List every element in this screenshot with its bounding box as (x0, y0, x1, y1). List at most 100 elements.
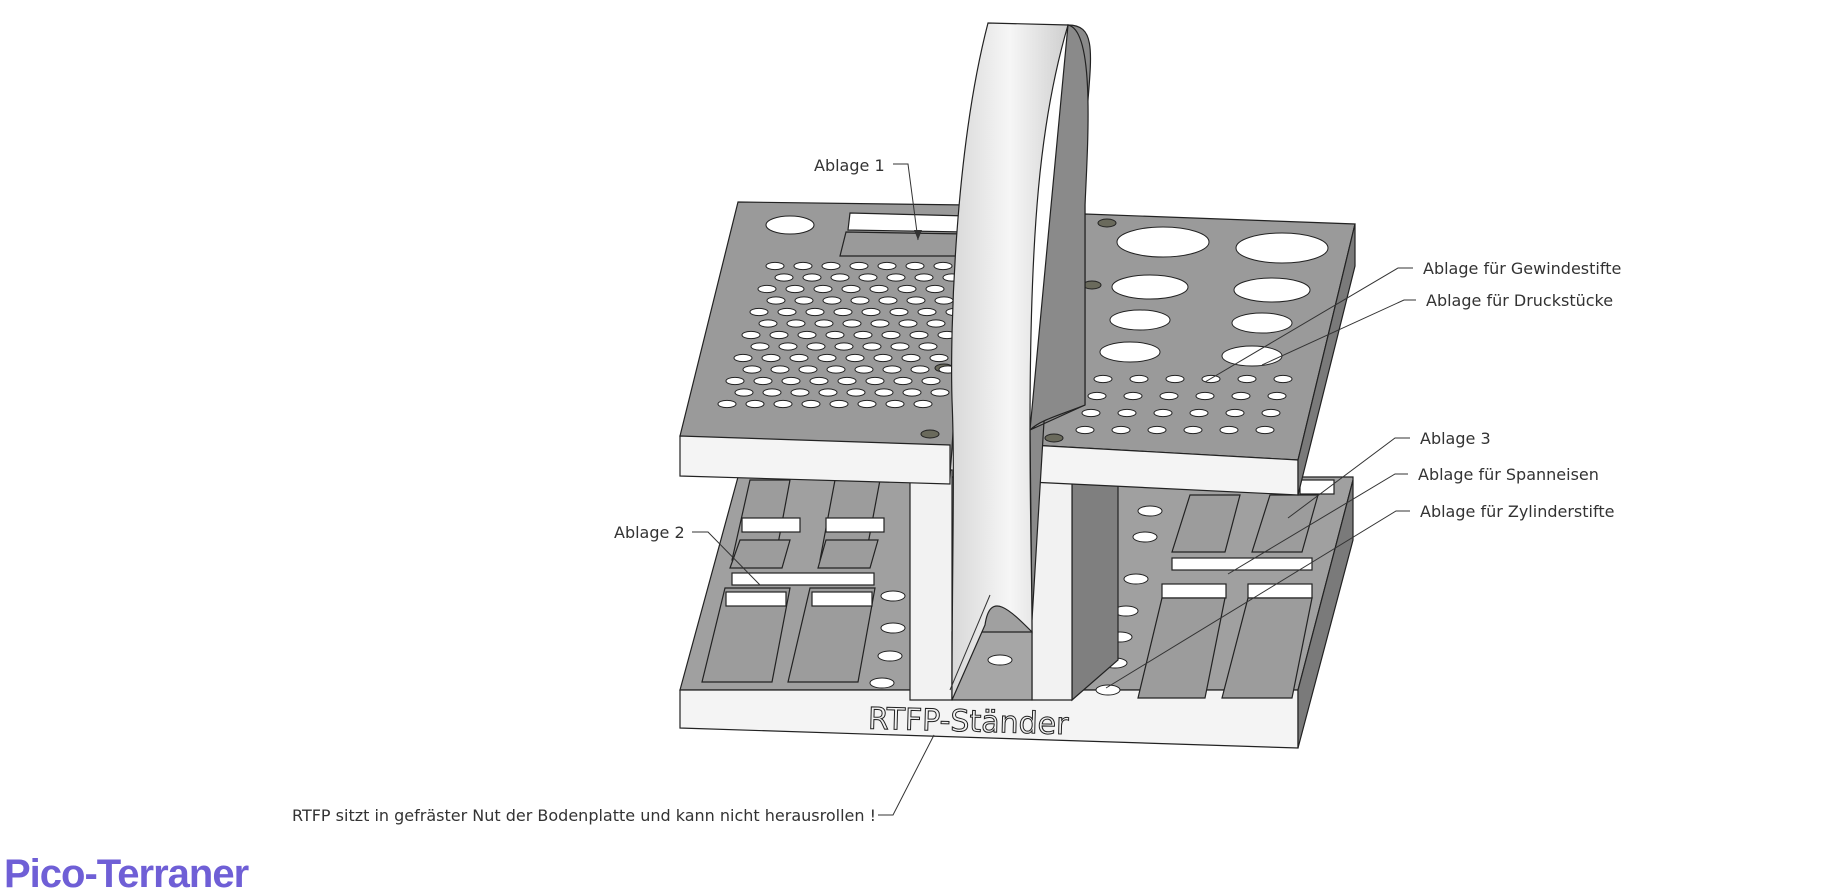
ablage-1-hole (909, 330, 929, 340)
ablage-1-hole (777, 307, 797, 317)
gewindestift-hole (1111, 425, 1131, 435)
gewindestift-hole (1087, 391, 1107, 401)
ablage-1-hole (733, 353, 753, 363)
ablage-1-hole (865, 376, 885, 386)
ablage-1-hole (926, 319, 946, 328)
ablage-1-hole (809, 376, 829, 386)
gewindestift-hole (1075, 425, 1095, 435)
rtfp-wheel (951, 22, 1092, 701)
label-ablage-2: Ablage 2 (614, 523, 685, 542)
label-spanneisen: Ablage für Spanneisen (1418, 465, 1599, 484)
gewindestift-hole (1129, 374, 1149, 384)
gewindestift-hole (1267, 391, 1287, 401)
ablage-1-hole (898, 319, 918, 328)
ablage-1-hole (774, 273, 794, 282)
ablage-1-hole (817, 353, 837, 363)
ablage-1-hole (761, 353, 781, 363)
gewindestift-hole (1153, 408, 1173, 418)
ablage-1-hole (850, 296, 870, 305)
ablage-1-hole (878, 296, 898, 305)
gewindestift-hole (1195, 391, 1215, 401)
ablage-1-hole (918, 342, 938, 351)
gewindestift-hole (1225, 408, 1245, 418)
ablage-1-hole (778, 342, 798, 351)
ablage-1-hole (834, 342, 854, 351)
gewindestift-hole (1261, 408, 1281, 418)
ablage-1-hole (906, 296, 926, 305)
label-zylinderstifte: Ablage für Zylinderstifte (1420, 502, 1614, 521)
ablage-1-hole (870, 319, 890, 328)
ablage-1-hole (914, 273, 934, 282)
ablage-1-hole (822, 296, 842, 305)
ablage-1-hole (862, 342, 882, 351)
ablage-1-hole (905, 261, 925, 271)
top-right-side (1297, 223, 1356, 496)
gewindestift-hole (1147, 425, 1167, 435)
ablage-1-hole (814, 319, 834, 328)
ablage-1-hole (830, 273, 850, 282)
druckstueck-hole (1221, 345, 1283, 367)
gewindestift-hole (1255, 425, 1275, 435)
ablage-1-hole (930, 388, 950, 397)
ablage-1-hole (802, 273, 822, 282)
ablage-1-hole (833, 307, 853, 317)
ablage-1-hole (749, 307, 769, 317)
ablage-1-hole (798, 365, 818, 374)
ablage-1-hole (758, 319, 778, 328)
brand-logo: Pico-Terraner (4, 852, 249, 896)
ablage-1-hole (770, 365, 790, 374)
ablage-1-hole (846, 388, 866, 397)
ablage-1-hole (886, 273, 906, 282)
gewindestift-hole (1081, 408, 1101, 418)
ablage-1-hole (873, 353, 893, 363)
ablage-1-hole (877, 261, 897, 271)
ablage-1-hole (882, 365, 902, 374)
gewindestift-hole (1237, 374, 1257, 384)
ablage-1-hole (837, 376, 857, 386)
label-druckstuecke: Ablage für Druckstücke (1426, 291, 1613, 310)
leader-lines (692, 163, 1416, 816)
label-ablage-3: Ablage 3 (1420, 429, 1491, 448)
ablage-1-hole-grid (717, 261, 965, 409)
label-ablage-1: Ablage 1 (814, 156, 885, 175)
ablage-1-hole (853, 330, 873, 340)
label-gewindestifte: Ablage für Gewindestifte (1423, 259, 1621, 278)
gewindestift-hole (1159, 391, 1179, 401)
ablage-1-hole (806, 342, 826, 351)
druckstueck-hole (1233, 277, 1311, 303)
gewindestift-hole (1165, 374, 1185, 384)
ablage-1-hole (734, 388, 754, 397)
ablage-1-hole (825, 330, 845, 340)
ablage-1-hole (874, 388, 894, 397)
ablage-1-hole (781, 376, 801, 386)
ablage-1-hole (845, 353, 865, 363)
ablage-1-hole (750, 342, 770, 351)
ablage-1-hole (753, 376, 773, 386)
ablage-1-hole (769, 330, 789, 340)
ablage-1-hole (762, 388, 782, 397)
ablage-1-hole (901, 353, 921, 363)
ablage-1-hole (741, 330, 761, 340)
gewindestift-hole (1189, 408, 1209, 418)
ablage-1-hole (801, 399, 821, 409)
ablage-1-hole (821, 261, 841, 271)
ablage-1-hole (861, 307, 881, 317)
ablage-1-hole (890, 342, 910, 351)
gewindestift-hole (1219, 425, 1239, 435)
ablage-1-hole (742, 365, 762, 374)
label-rtfp-note: RTFP sitzt in gefräster Nut der Bodenpla… (292, 806, 876, 825)
ablage-1-hole (725, 376, 745, 386)
ablage-1-hole (793, 261, 813, 271)
top-left-front (679, 435, 951, 485)
gewindestift-hole (1183, 425, 1203, 435)
druckstueck-hole (1235, 232, 1329, 264)
ablage-1-hole (717, 399, 737, 409)
ablage-3-pockets (1137, 479, 1335, 699)
gewindestift-hole (1123, 391, 1143, 401)
engraving-text: RTFP-Ständer (867, 702, 1069, 743)
ablage-1-hole (789, 353, 809, 363)
ablage-1-hole (854, 365, 874, 374)
ablage-1-hole (765, 261, 785, 271)
ablage-1-hole (757, 284, 777, 294)
ablage-1-hole (805, 307, 825, 317)
